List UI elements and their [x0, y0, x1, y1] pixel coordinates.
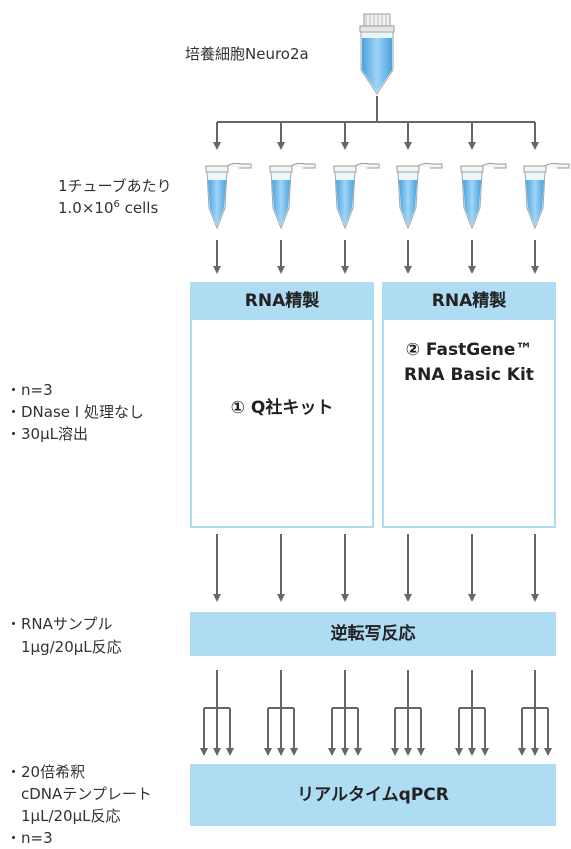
purification-condition-1: ・n=3 [6, 381, 53, 399]
microtube-icon [396, 162, 443, 230]
qpcr-split-arrow [518, 670, 552, 756]
qpcr-condition-2: cDNAテンプレート [6, 785, 152, 803]
microtube-icon [333, 162, 380, 230]
qpcr-condition-4: ・n=3 [6, 829, 53, 847]
rt-condition-2: 1μg/20μL反応 [6, 638, 122, 656]
qpcr-band: リアルタイムqPCR [190, 764, 556, 826]
purification-header-left: RNA精製 [190, 282, 374, 320]
kit-q-label: ① Q社キット [230, 398, 334, 418]
purification-condition-3: ・30μL溶出 [6, 425, 88, 443]
qpcr-split-arrow [455, 670, 489, 756]
microtube-icon [523, 162, 570, 230]
qpcr-split-arrow [264, 670, 298, 756]
purification-condition-2: ・DNase I 処理なし [6, 403, 144, 421]
qpcr-split-arrow [328, 670, 362, 756]
tube-label-line1: 1チューブあたり [58, 177, 172, 195]
to-qpcr-arrows [200, 670, 552, 756]
rt-band: 逆転写反応 [190, 612, 556, 656]
cell-count-exponent: 6 [113, 199, 120, 210]
kit-fastgene-line2: RNA Basic Kit [404, 365, 534, 385]
purification-box-left [190, 282, 374, 528]
purification-box-right [382, 282, 556, 528]
to-rt-arrows [213, 534, 539, 602]
kit-fastgene-line1: ② FastGene™ [405, 340, 533, 360]
cell-count-unit: cells [119, 199, 159, 217]
tube-label-line2: 1.0×106 cells [58, 198, 158, 219]
rt-condition-1: ・RNAサンプル [6, 615, 113, 633]
source-label: 培養細胞Neuro2a [185, 45, 309, 63]
qpcr-condition-3: 1μL/20μL反応 [6, 807, 121, 825]
microtube-row [205, 162, 570, 230]
to-purification-arrows [213, 240, 539, 274]
source-tube-icon [359, 13, 395, 95]
qpcr-split-arrow [391, 670, 425, 756]
qpcr-condition-1: ・20倍希釈 [6, 763, 86, 781]
split-arrows [213, 96, 539, 150]
purification-header-right: RNA精製 [382, 282, 556, 320]
microtube-icon [460, 162, 507, 230]
qpcr-split-arrow [200, 670, 234, 756]
microtube-icon [205, 162, 252, 230]
microtube-icon [269, 162, 316, 230]
cell-count-base: 1.0×10 [58, 199, 114, 217]
